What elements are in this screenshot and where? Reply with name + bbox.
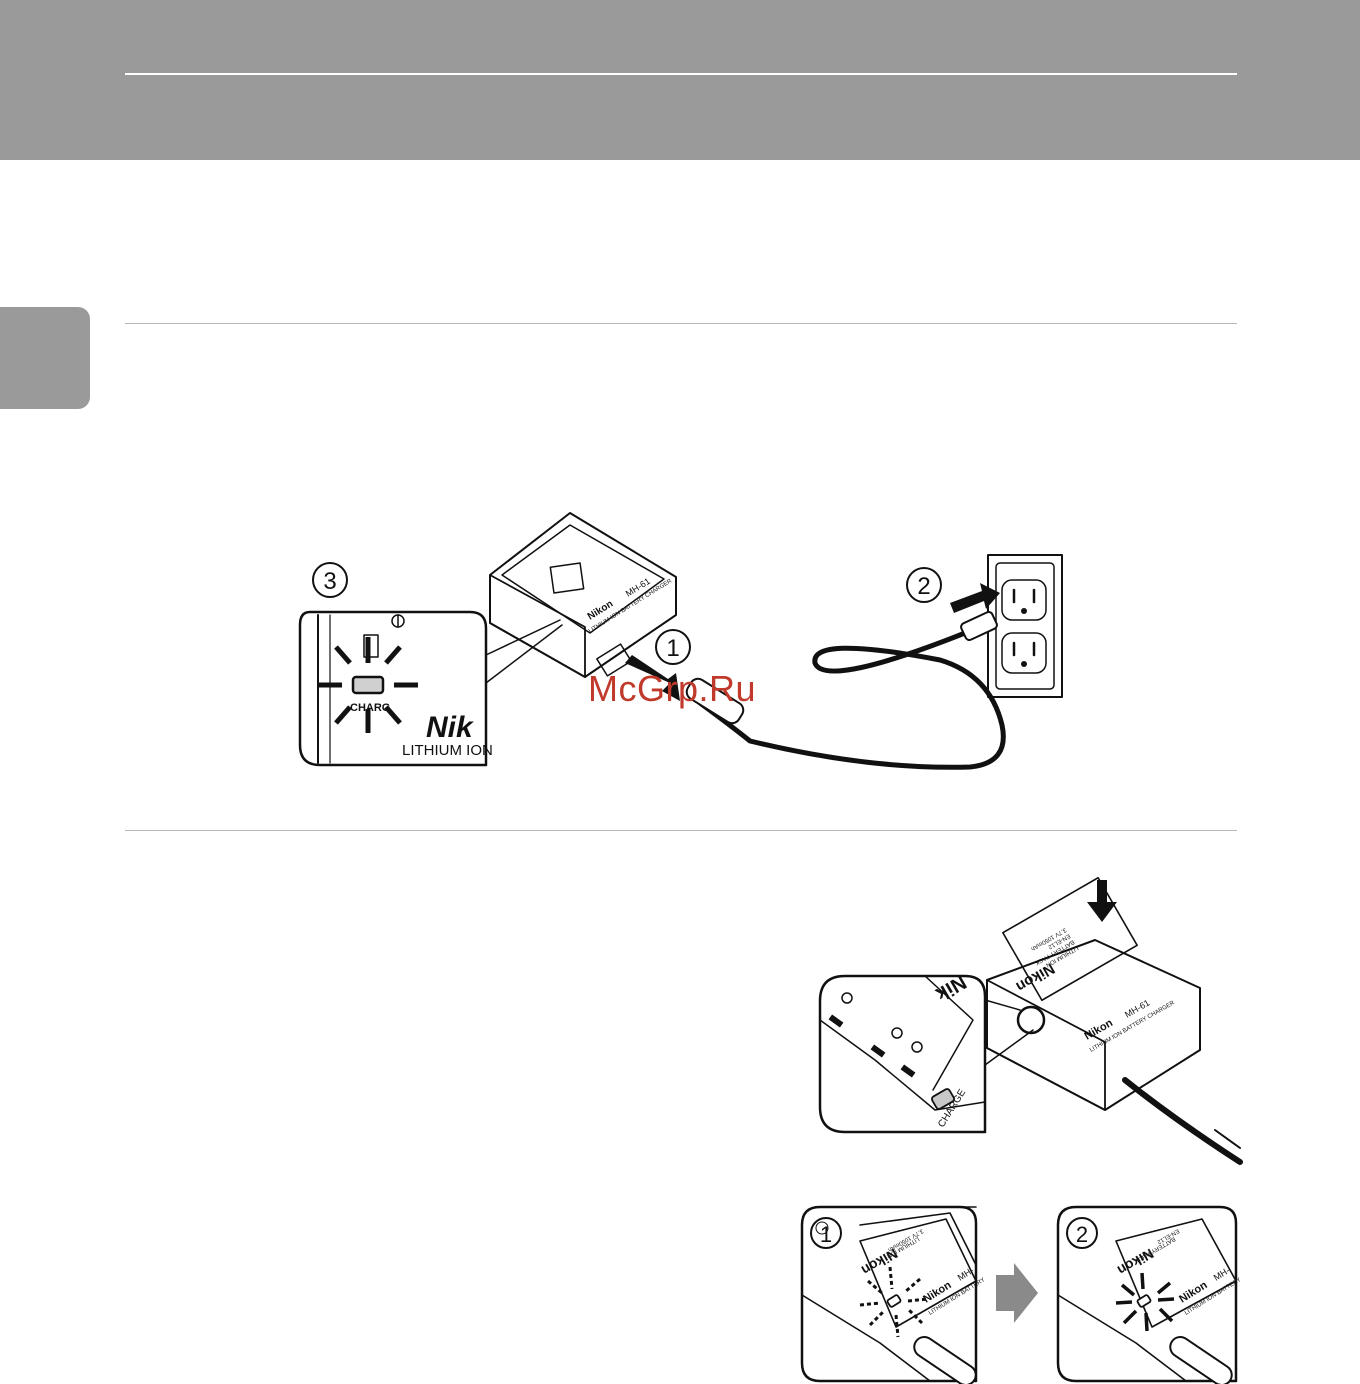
step-2-badge	[906, 567, 942, 603]
zoom-lithium-text: LITHIUM ION	[402, 742, 493, 759]
state-1-badge	[810, 1217, 842, 1249]
step-3-badge	[312, 562, 348, 598]
wall-outlet	[987, 554, 1063, 698]
charger-cable-2	[1122, 1077, 1243, 1165]
charge-lamp-zoom: CHARG Nik LITHIUM ION	[298, 610, 563, 767]
charge-lamp-states-illustration: Nikon LITHIUM ION 3.7V 1050mAh Nikon MH-…	[800, 1205, 1242, 1384]
header-rule	[125, 73, 1237, 75]
lamp-steady-panel: Nikon BATTERY PACK EN-EL12 Nikon MH- LIT…	[1056, 1205, 1242, 1384]
lamp-blinking-panel: Nikon LITHIUM ION 3.7V 1050mAh Nikon MH-…	[800, 1205, 986, 1384]
section-divider-1	[125, 323, 1237, 324]
watermark-text: McGrp.Ru	[588, 668, 757, 709]
battery-charger: Nikon MH-61 LITHIUM ION BATTERY CHARGER	[489, 512, 677, 678]
step-3-number: 3	[323, 568, 336, 595]
state-2-number: 2	[1076, 1222, 1088, 1247]
insert-arrow-2	[950, 583, 1000, 613]
charger-connection-illustration: CHARG Nik LITHIUM ION 3 Nikon MH-61 LITH…	[298, 512, 1063, 770]
push-down-arrow	[1087, 880, 1117, 922]
battery-pack	[1002, 876, 1138, 1002]
zoom-brand-text: Nik	[426, 711, 474, 744]
step-1-badge	[655, 629, 691, 665]
zoom-charge-text: CHARG	[350, 702, 390, 714]
step-2-number: 2	[917, 573, 930, 600]
section-divider-2	[125, 830, 1237, 831]
insert-arrow-1	[625, 655, 680, 701]
state-1-number: 1	[820, 1222, 832, 1247]
state-2-badge	[1066, 1217, 1098, 1249]
charger-with-battery: Nikon LITHIUM ION BATTERY PACK EN-EL12 3…	[986, 876, 1201, 1111]
contact-zoom: CHARGE Nik	[818, 970, 987, 1134]
panel1-model: MH-	[956, 1265, 976, 1282]
side-chapter-tab	[0, 307, 90, 409]
wall-plug	[960, 610, 998, 642]
header-band	[0, 0, 1360, 160]
step-1-number: 1	[666, 635, 679, 662]
battery-insertion-illustration: CHARGE Nik Nikon LITHIUM ION BATTERY PAC…	[818, 876, 1243, 1165]
state-transition-arrow	[996, 1263, 1038, 1323]
